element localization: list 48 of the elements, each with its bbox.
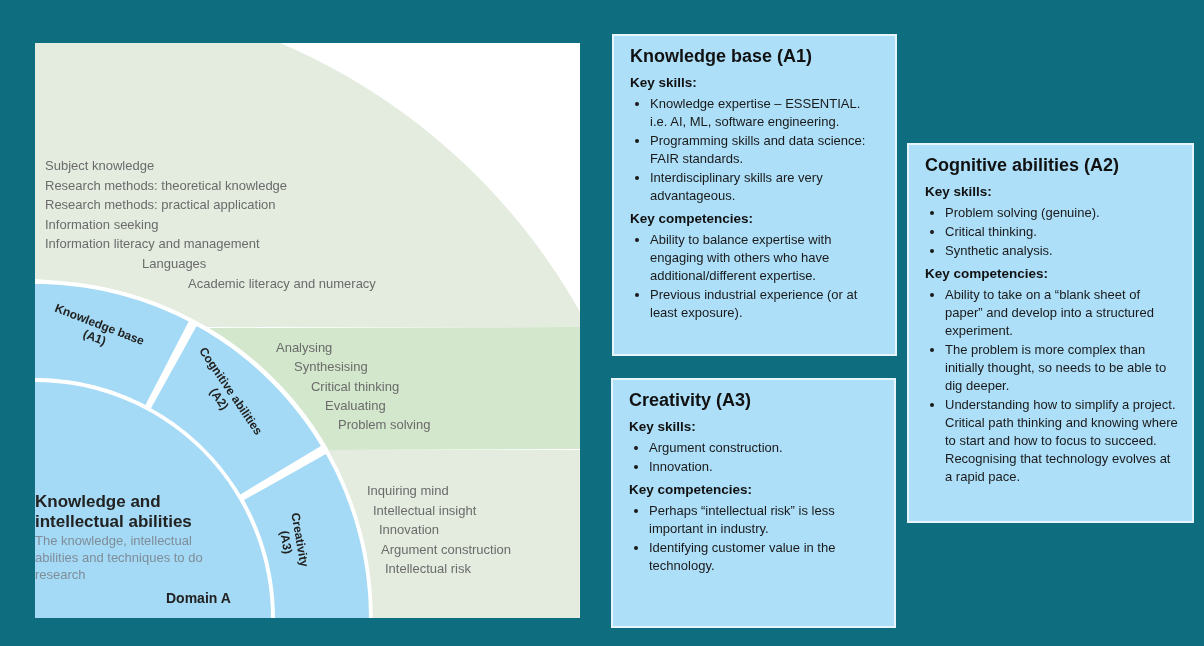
section-heading: Key skills: bbox=[925, 184, 993, 199]
info-card bbox=[611, 378, 896, 628]
card-title: Knowledge base (A1) bbox=[630, 46, 814, 67]
skill-label: Problem solving bbox=[338, 417, 431, 434]
bullet-item: Synthetic analysis. bbox=[945, 242, 1054, 260]
card-title: Creativity (A3) bbox=[629, 390, 753, 411]
skill-label: Evaluating bbox=[325, 397, 386, 414]
bullet-item: Critical thinking. bbox=[945, 223, 1038, 241]
domain-title: Knowledge and intellectual abilities bbox=[35, 492, 193, 532]
skill-label: Analysing bbox=[276, 340, 333, 356]
bullet-item: Understanding how to simplify a project. Critical path thinking and knowing where to start and how to focus to succeed. Recognising that technology evolves at a rapid pace. bbox=[945, 396, 1178, 486]
skill-label: Synthesising bbox=[294, 359, 368, 376]
section-heading: Key competencies: bbox=[925, 266, 1050, 281]
skill-label: Research methods: theoretical knowledge bbox=[45, 177, 288, 194]
bullet-item: Programming skills and data science: FAIR standards. bbox=[650, 132, 867, 168]
skill-label: Information literacy and management bbox=[45, 236, 260, 253]
bullet-item: Interdisciplinary skills are very advantageous. bbox=[650, 169, 824, 205]
skill-label: Argument construction bbox=[381, 541, 512, 558]
skill-label: Inquiring mind bbox=[367, 483, 449, 499]
section-heading: Key skills: bbox=[630, 75, 698, 90]
segment-label: Creativity (A3) bbox=[276, 510, 313, 570]
skill-label: Critical thinking bbox=[311, 378, 400, 395]
bullet-item: Ability to balance expertise with engaging with others who have additional/different expertise. bbox=[650, 231, 833, 285]
skill-label: Innovation bbox=[379, 522, 439, 538]
bullet-item: Innovation. bbox=[649, 458, 714, 476]
domain-label: Domain A bbox=[166, 590, 231, 606]
domain-description: The knowledge, intellectual abilities and techniques to do research bbox=[35, 532, 204, 583]
section-heading: Key competencies: bbox=[629, 482, 754, 497]
section-heading: Key competencies: bbox=[630, 211, 755, 226]
bullet-item: Argument construction. bbox=[649, 439, 784, 457]
info-card bbox=[612, 34, 897, 356]
bullet-item: Identifying customer value in the technology. bbox=[649, 539, 837, 575]
skill-label: Intellectual insight bbox=[373, 502, 477, 519]
skill-label: Languages bbox=[142, 256, 207, 272]
bullet-item: The problem is more complex than initially thought, so needs to be able to dig deeper. bbox=[945, 341, 1168, 395]
card-title: Cognitive abilities (A2) bbox=[925, 155, 1121, 176]
info-card bbox=[907, 143, 1194, 523]
skill-label: Academic literacy and numeracy bbox=[188, 275, 376, 292]
bullet-item: Knowledge expertise – ESSENTIAL. i.e. AI, ML, software engineering. bbox=[650, 95, 862, 131]
bullet-item: Previous industrial experience (or at least exposure). bbox=[650, 286, 859, 322]
skill-label: Research methods: practical application bbox=[45, 197, 276, 214]
skill-label: Subject knowledge bbox=[45, 158, 155, 174]
skill-label: Intellectual risk bbox=[385, 561, 471, 577]
bullet-item: Perhaps “intellectual risk” is less important in industry. bbox=[649, 502, 836, 538]
bullet-item: Ability to take on a “blank sheet of paper” and develop into a structured experiment. bbox=[945, 286, 1155, 340]
bullet-item: Problem solving (genuine). bbox=[945, 204, 1101, 222]
section-heading: Key skills: bbox=[629, 419, 697, 434]
skill-label: Information seeking bbox=[45, 216, 159, 233]
